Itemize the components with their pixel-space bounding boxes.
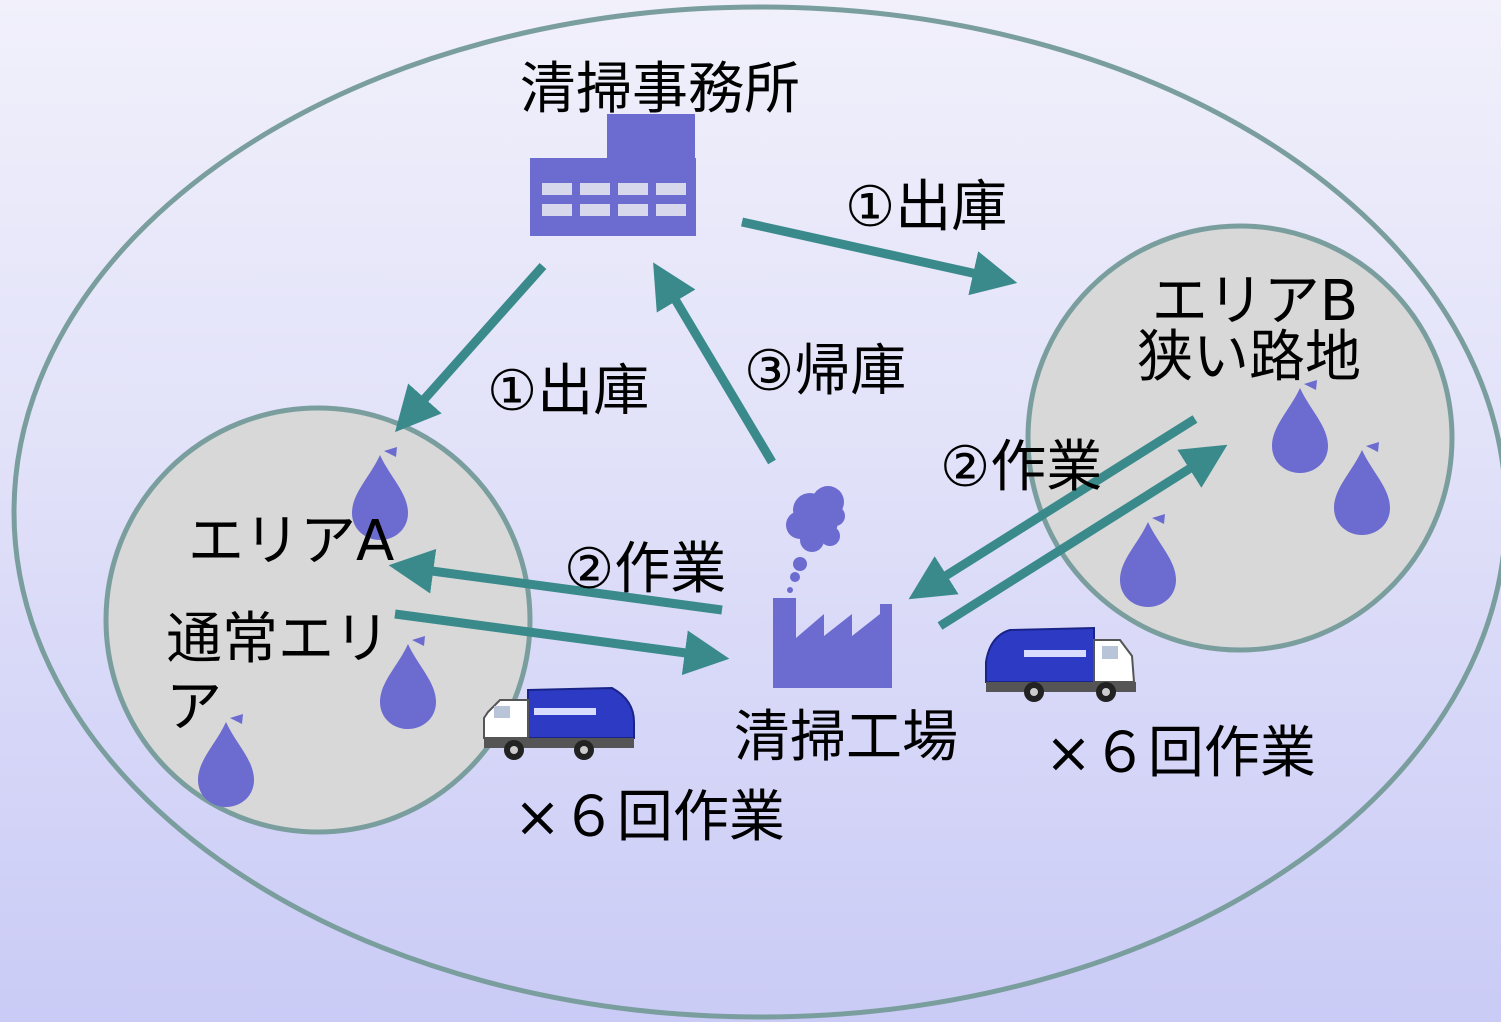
flow-arrows [388, 217, 1228, 676]
area-a-subtitle-line2: ア [166, 675, 222, 740]
arrow-depart-to-b [741, 217, 1018, 296]
city-boundary [11, 4, 1501, 1020]
depart-to-a-label: ①出庫 [487, 359, 650, 424]
work-b-label: ②作業 [940, 435, 1103, 500]
area-a-circle [103, 405, 533, 835]
arrow-work-a-outbound [388, 548, 723, 615]
arrow-work-b-outbound [937, 444, 1228, 630]
garbage-truck-icon [483, 686, 635, 760]
arrow-return-home [653, 262, 776, 465]
area-a-title: エリアA [188, 509, 395, 574]
work-a-label: ②作業 [564, 537, 727, 602]
factory-icon [773, 486, 892, 688]
area-a-subtitle-line1: 通常エリ [166, 607, 390, 672]
plant-label: 清掃工場 [734, 705, 958, 770]
arrow-depart-to-a [395, 263, 547, 433]
area-b-subtitle: 狭い路地 [1137, 325, 1361, 390]
arrow-work-b-inbound [908, 415, 1198, 600]
garbage-truck-icon [985, 626, 1136, 702]
repeat-b-label: ×６回作業 [1045, 721, 1316, 786]
return-home-label: ③帰庫 [744, 339, 907, 404]
area-b-title: エリアB [1151, 269, 1359, 334]
depart-to-b-label: ①出庫 [845, 175, 1008, 240]
area-b-circle [1025, 223, 1455, 653]
office-building-icon [530, 114, 696, 236]
arrow-work-a-inbound [394, 609, 730, 676]
office-label: 清掃事務所 [520, 57, 800, 122]
repeat-a-label: ×６回作業 [514, 785, 785, 850]
